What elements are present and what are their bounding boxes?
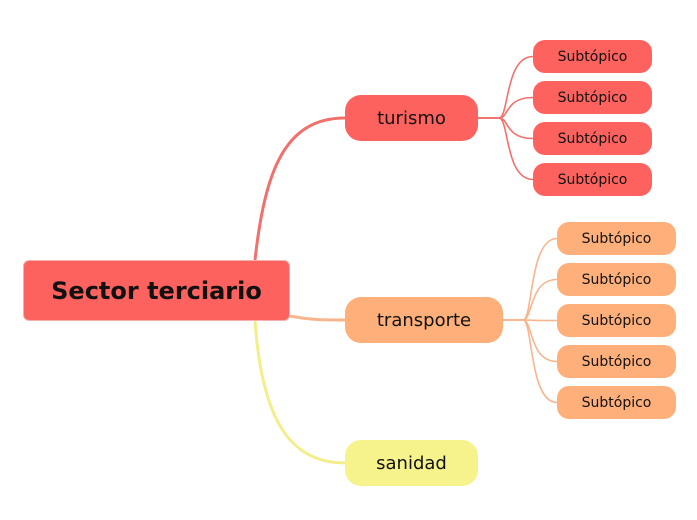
topic-turismo[interactable]: turismo — [345, 95, 478, 141]
connectors-transporte — [503, 237, 558, 404]
subtopic-transporte-5[interactable]: Subtópico — [557, 386, 676, 419]
connector-turismo-1 — [478, 55, 534, 119]
subtopic-turismo-2[interactable]: Subtópico — [533, 81, 652, 114]
subtopic-transporte-3[interactable]: Subtópico — [557, 304, 676, 337]
subtopic-turismo-4[interactable]: Subtópico — [533, 163, 652, 196]
topic-sanidad[interactable]: sanidad — [345, 440, 478, 486]
subtopic-turismo-1[interactable]: Subtópico — [533, 40, 652, 73]
connectors-turismo — [478, 55, 534, 181]
subtopic-turismo-3[interactable]: Subtópico — [533, 122, 652, 155]
subtopic-transporte-4[interactable]: Subtópico — [557, 345, 676, 378]
central-topic[interactable]: Sector terciario — [23, 260, 290, 321]
subtopic-transporte-1[interactable]: Subtópico — [557, 222, 676, 255]
connector-root-transporte — [289, 314, 346, 322]
connector-root-sanidad — [253, 320, 346, 465]
connector-transporte-5 — [503, 319, 558, 404]
subtopic-transporte-2[interactable]: Subtópico — [557, 263, 676, 296]
topic-transporte[interactable]: transporte — [345, 297, 503, 343]
connector-turismo-4 — [478, 117, 534, 181]
connector-root-turismo — [253, 116, 346, 261]
